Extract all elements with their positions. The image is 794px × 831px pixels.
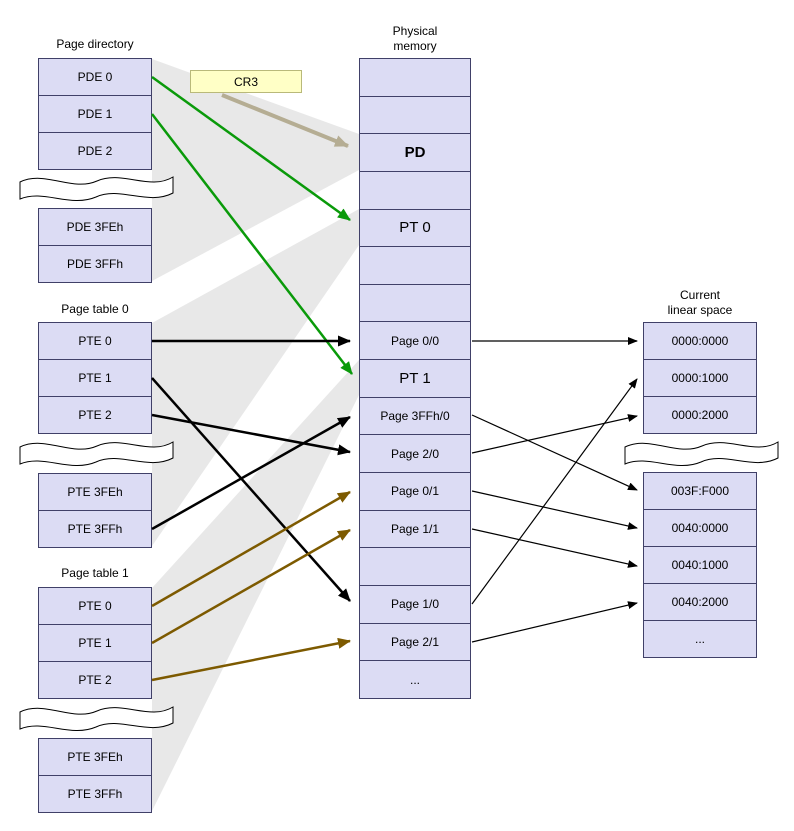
physical-memory: PD PT 0 Page 0/0 PT 1 Page 3FFh/0 Page 2… [359, 58, 471, 699]
page-directory: PDE 0 PDE 1 PDE 2 PDE 3FEh PDE 3FFh [38, 58, 152, 283]
arrow-pt1-pte1-to-page11 [151, 528, 351, 645]
arrow-page21-to-0040-2000 [471, 601, 638, 643]
page-table-1-label: Page table 1 [61, 566, 129, 580]
pde-entry: PDE 3FEh [38, 208, 152, 246]
pte-entry: PTE 3FFh [38, 775, 152, 813]
beam-page-table-0-to-pt0 [152, 209, 359, 546]
memory-frame: Page 2/0 [359, 434, 471, 474]
linear-page: 003F:F000 [643, 472, 757, 510]
memory-frame [359, 283, 471, 323]
arrow-pde0-to-pt0 [151, 75, 351, 222]
linear-page: 0040:1000 [643, 546, 757, 584]
pte-entry: PTE 1 [38, 359, 152, 397]
linear-page: 0040:0000 [643, 509, 757, 547]
linear-space: 0000:0000 0000:1000 0000:2000 003F:F000 … [643, 322, 757, 658]
memory-frame [359, 58, 471, 97]
arrow-pt0-pte3ffh-to-page3ffh0 [151, 415, 351, 531]
linear-space-label: Current linear space [631, 288, 769, 318]
arrow-pt1-pte0-to-page01 [151, 490, 351, 608]
arrow-page20-to-0000-2000 [471, 414, 638, 454]
beam-page-table-1-to-pt1 [152, 360, 359, 811]
memory-frame: ... [359, 660, 471, 699]
memory-frame: Page 1/1 [359, 509, 471, 549]
pte-entry: PTE 0 [38, 587, 152, 625]
pte-entry: PTE 2 [38, 396, 152, 434]
pde-entry: PDE 3FFh [38, 245, 152, 283]
arrow-page10-to-0000-1000 [471, 378, 638, 605]
linear-page: ... [643, 620, 757, 658]
pde-entry: PDE 2 [38, 132, 152, 170]
pte-entry: PTE 3FFh [38, 510, 152, 548]
memory-frame-pt0: PT 0 [359, 208, 471, 248]
memory-frame [359, 547, 471, 586]
memory-frame: Page 0/1 [359, 472, 471, 511]
arrow-page01-to-0040-0000 [471, 490, 638, 530]
linear-page: 0040:2000 [643, 583, 757, 621]
memory-frame [359, 170, 471, 210]
memory-frame [359, 246, 471, 285]
page-table-1: PTE 0 PTE 1 PTE 2 PTE 3FEh PTE 3FFh [38, 587, 152, 813]
arrow-cr3-to-pd [221, 93, 349, 148]
page-directory-label: Page directory [56, 37, 134, 51]
pte-entry: PTE 1 [38, 624, 152, 662]
physical-memory-label-line2: memory [393, 39, 437, 53]
memory-frame: Page 3FFh/0 [359, 396, 471, 436]
linear-space-label-line2: linear space [667, 303, 733, 317]
memory-frame: Page 2/1 [359, 622, 471, 662]
linear-page: 0000:1000 [643, 359, 757, 397]
memory-frame [359, 95, 471, 135]
arrow-pt0-pte2-to-page20 [151, 413, 351, 456]
pte-entry: PTE 3FEh [38, 473, 152, 511]
arrow-page11-to-0040-1000 [471, 528, 638, 568]
page-table-0: PTE 0 PTE 1 PTE 2 PTE 3FEh PTE 3FFh [38, 322, 152, 548]
linear-page: 0000:2000 [643, 396, 757, 434]
arrow-page3ffh0-to-003f-f000 [471, 414, 638, 491]
arrow-pt1-pte2-to-page21 [151, 637, 351, 682]
cr3-label: CR3 [233, 74, 258, 89]
page-table-0-label: Page table 0 [61, 302, 129, 316]
pte-entry: PTE 2 [38, 661, 152, 699]
cr3-register: CR3 [190, 70, 302, 93]
pte-entry: PTE 0 [38, 322, 152, 360]
memory-frame: Page 0/0 [359, 321, 471, 361]
linear-page: 0000:0000 [643, 322, 757, 360]
arrow-pde1-to-pt1 [151, 113, 353, 375]
pde-entry: PDE 0 [38, 58, 152, 96]
physical-memory-label-line1: Physical [392, 24, 438, 38]
memory-frame: Page 1/0 [359, 584, 471, 624]
pte-entry: PTE 3FEh [38, 738, 152, 776]
memory-frame-pd: PD [359, 133, 471, 172]
arrow-pt0-pte1-to-page10 [151, 377, 351, 602]
physical-memory-label: Physical memory [359, 24, 471, 54]
linear-space-label-line1: Current [679, 288, 720, 302]
pde-entry: PDE 1 [38, 95, 152, 133]
memory-frame-pt1: PT 1 [359, 359, 471, 398]
